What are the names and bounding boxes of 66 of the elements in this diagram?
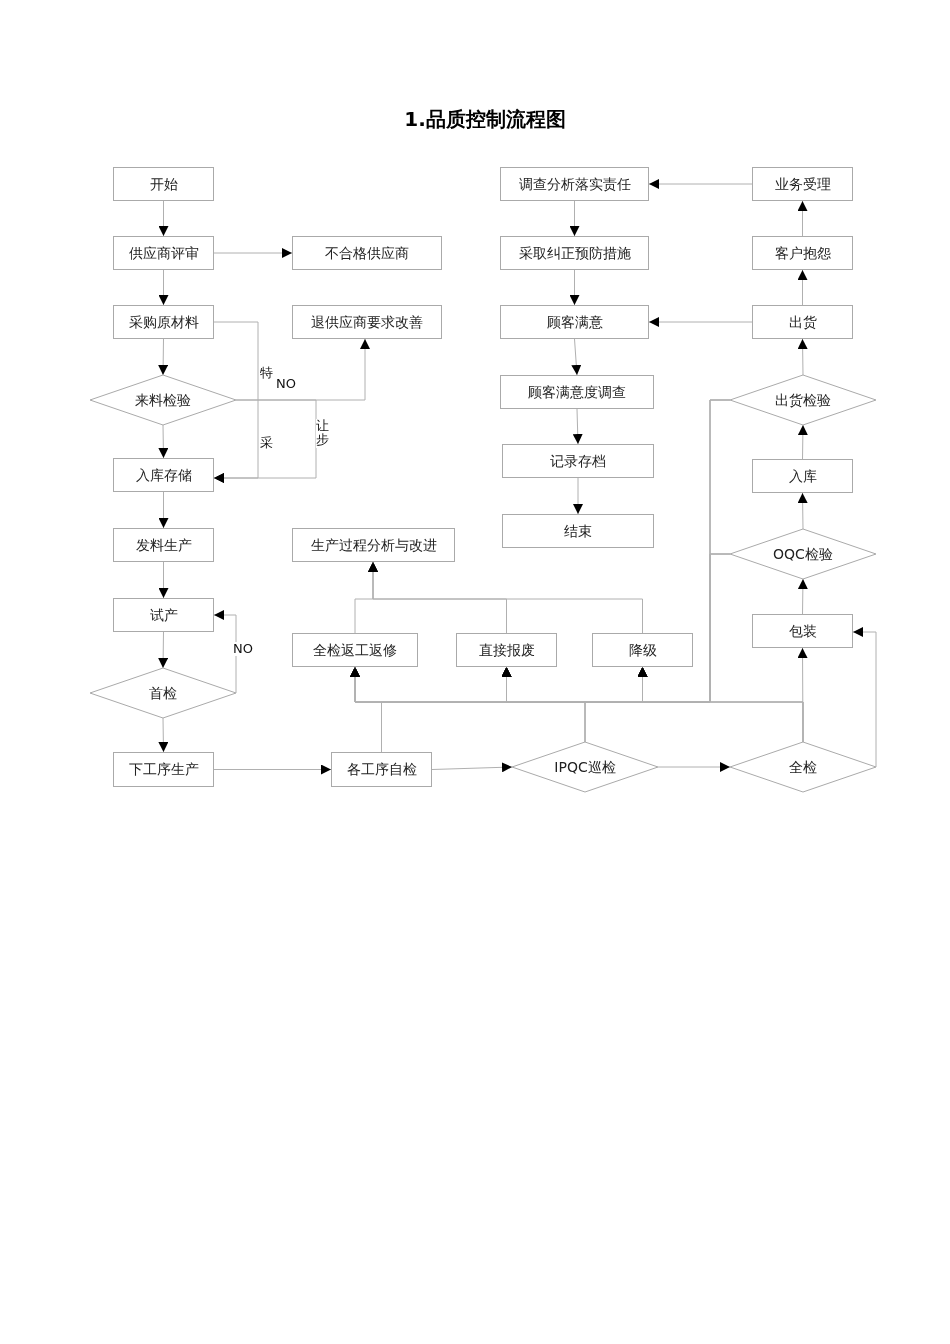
process-box: 记录存档 — [502, 444, 654, 478]
arrow — [797, 492, 808, 530]
decision-diamond: 来料检验 — [90, 375, 236, 425]
arrow — [158, 200, 169, 237]
arrow — [797, 338, 808, 376]
process-box: 顾客满意 — [500, 305, 649, 339]
process-box: 入库 — [752, 459, 853, 493]
arrow — [797, 269, 808, 306]
arrow — [797, 578, 808, 615]
arrow — [158, 424, 169, 459]
arrow — [637, 399, 731, 703]
process-box: 采购原材料 — [113, 305, 214, 339]
process-box: 降级 — [592, 633, 693, 667]
process-box: 不合格供应商 — [292, 236, 442, 270]
process-box: 调查分析落实责任 — [500, 167, 649, 201]
process-box: 包装 — [752, 614, 853, 648]
arrow — [158, 269, 169, 306]
arrow — [213, 399, 317, 483]
process-box: 各工序自检 — [331, 752, 432, 787]
process-box: 下工序生产 — [113, 752, 214, 787]
edge-label: NO — [233, 642, 253, 657]
arrow — [213, 248, 293, 258]
edge-label: 让步 — [316, 419, 329, 448]
arrow — [573, 477, 583, 515]
arrow — [648, 317, 753, 327]
process-box: 出货 — [752, 305, 853, 339]
process-box: 直接报废 — [456, 633, 557, 667]
process-box: 结束 — [502, 514, 654, 548]
arrow — [569, 200, 580, 237]
edge-label: 特采 — [260, 364, 273, 452]
decision-diamond: IPQC巡检 — [512, 742, 658, 792]
process-box: 客户抱怨 — [752, 236, 853, 270]
arrow — [368, 561, 643, 634]
arrow — [572, 408, 583, 445]
process-box: 顾客满意度调查 — [500, 375, 654, 409]
process-box: 供应商评审 — [113, 236, 214, 270]
arrow — [797, 647, 808, 743]
decision-diamond: OQC检验 — [730, 529, 876, 579]
process-box: 试产 — [113, 598, 214, 632]
process-box: 业务受理 — [752, 167, 853, 201]
arrow — [431, 762, 513, 773]
title: 1.品质控制流程图 — [403, 106, 567, 133]
arrow — [657, 762, 731, 772]
arrow — [571, 338, 582, 376]
arrow — [648, 179, 753, 189]
process-box: 发料生产 — [113, 528, 214, 562]
arrow — [158, 561, 169, 599]
arrow — [213, 764, 332, 775]
arrow — [569, 269, 580, 306]
arrow — [158, 338, 169, 376]
process-box: 入库存储 — [113, 458, 214, 492]
arrow — [158, 717, 169, 753]
arrow — [852, 627, 877, 768]
arrow — [158, 631, 169, 669]
process-box: 退供应商要求改善 — [292, 305, 442, 339]
process-box: 开始 — [113, 167, 214, 201]
decision-diamond: 首检 — [90, 668, 236, 718]
arrow — [158, 491, 169, 529]
arrow — [797, 200, 808, 237]
process-box: 生产过程分析与改进 — [292, 528, 455, 562]
arrow — [213, 610, 237, 694]
decision-diamond: 出货检验 — [730, 375, 876, 425]
arrow — [797, 424, 808, 460]
decision-diamond: 全检 — [730, 742, 876, 792]
process-box: 全检返工返修 — [292, 633, 418, 667]
process-box: 采取纠正预防措施 — [500, 236, 649, 270]
